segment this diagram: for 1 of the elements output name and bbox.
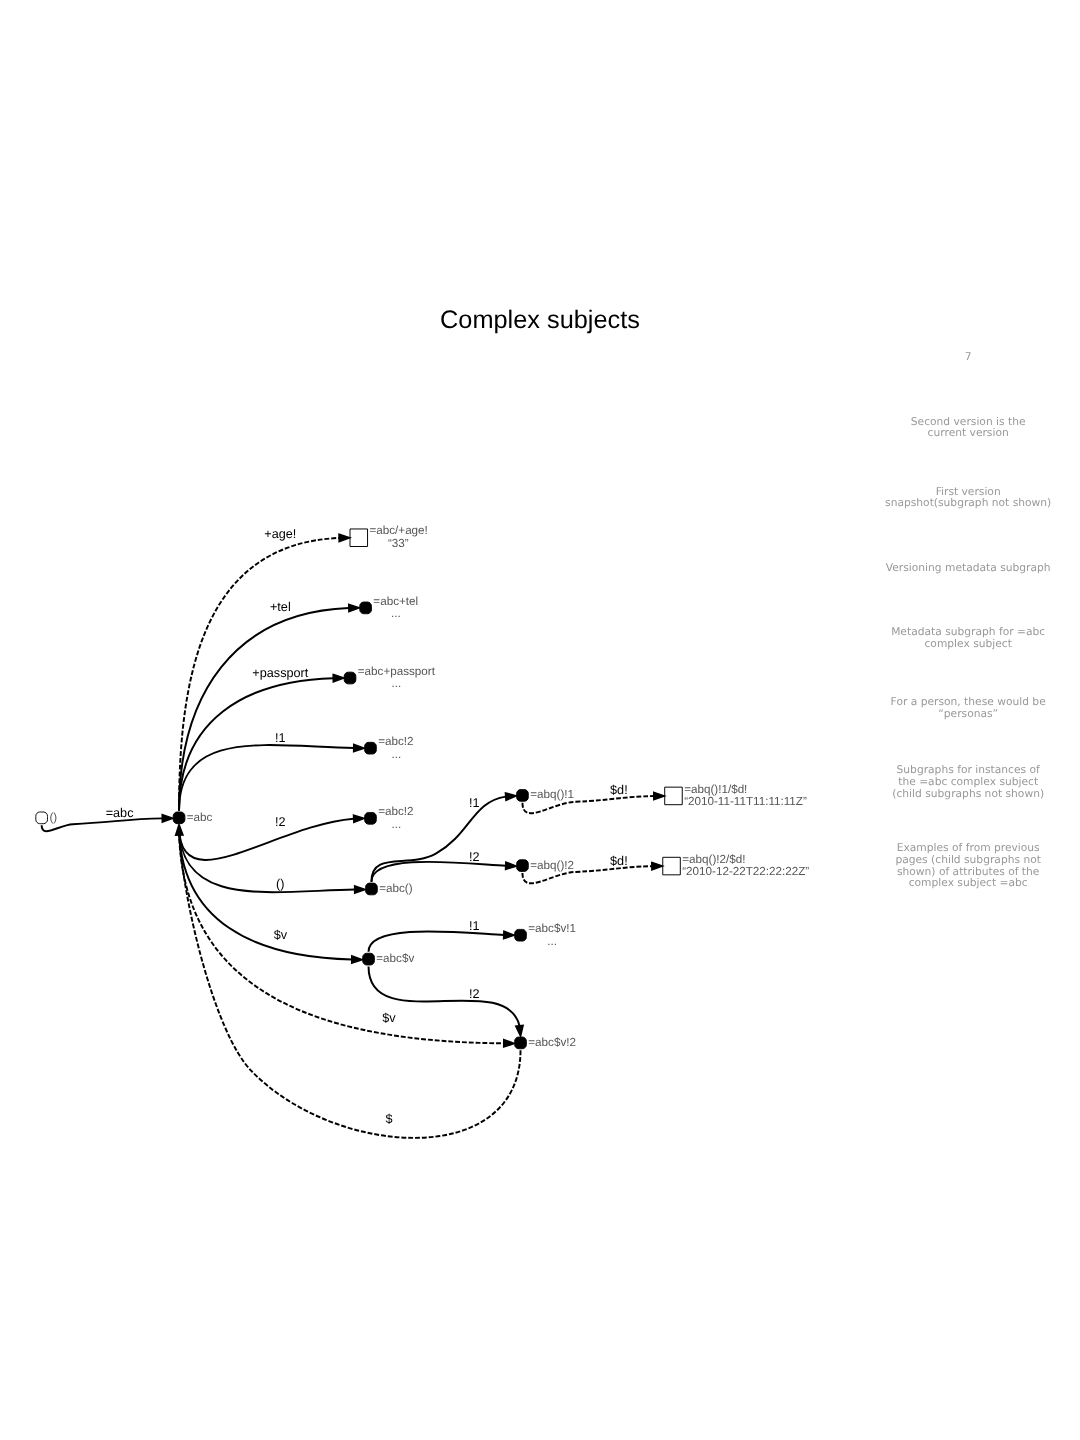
diagram-title: Complex subjects	[440, 305, 640, 334]
